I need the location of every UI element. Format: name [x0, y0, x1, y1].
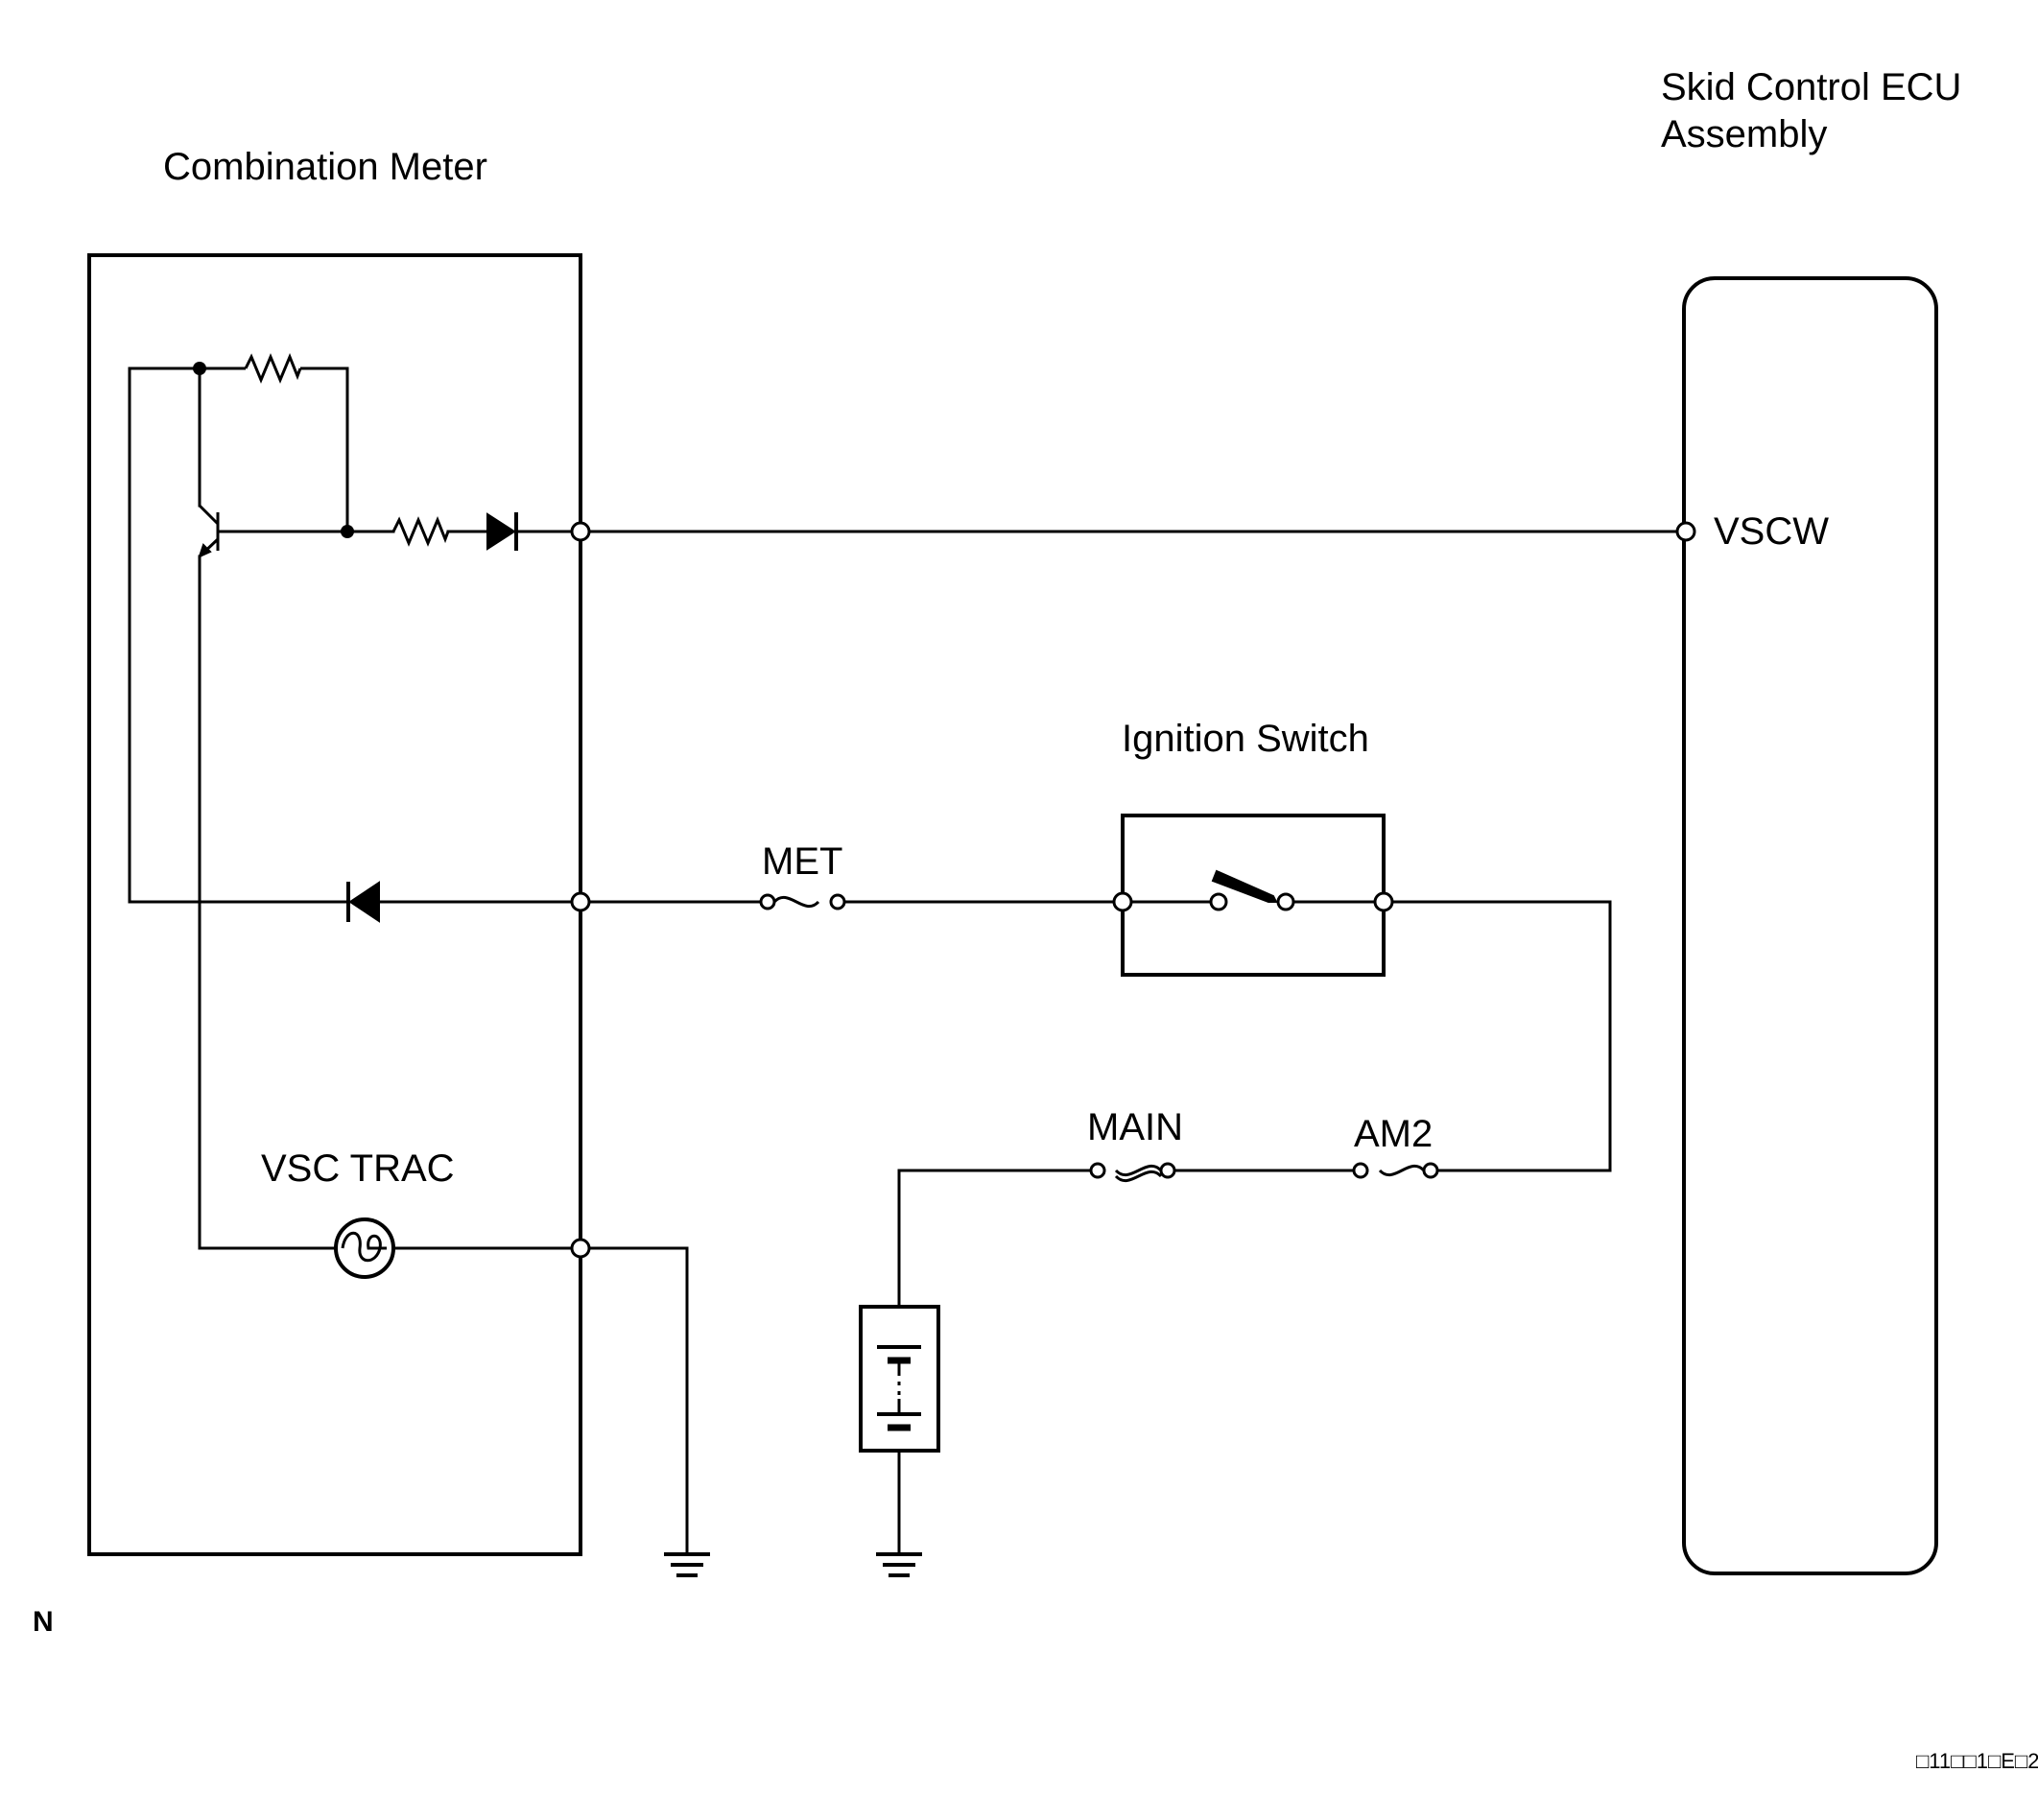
am2-fuse-end-left — [1352, 1162, 1369, 1179]
wire-ig-to-am2 — [1390, 900, 1612, 1172]
meter-terminal-vscw — [570, 521, 591, 542]
junction-base — [341, 525, 354, 538]
ground-meter-icon — [664, 1552, 710, 1577]
am2-fuse-label: AM2 — [1354, 1113, 1433, 1155]
ig-switch-contact-left — [1209, 892, 1228, 911]
met-fuse-label: MET — [762, 840, 842, 883]
ig-switch-terminal-left — [1112, 891, 1133, 912]
combination-meter-label: Combination Meter — [163, 146, 487, 188]
ignition-switch-label: Ignition Switch — [1122, 718, 1369, 760]
met-fuse-end-left — [759, 893, 776, 910]
vsc-trac-lamp-label: VSC TRAC — [261, 1147, 455, 1190]
ig-switch-terminal-right — [1373, 891, 1394, 912]
main-fuse-end-right — [1159, 1162, 1176, 1179]
met-fuse — [772, 895, 820, 909]
diode-vscw — [486, 512, 516, 551]
meter-terminal-ground — [570, 1238, 591, 1259]
main-fuse-upper — [1114, 1164, 1163, 1177]
wire-top-bus — [128, 366, 349, 904]
resistor-top — [244, 353, 302, 384]
met-fuse-end-right — [829, 893, 846, 910]
skid-control-ecu-label-line1: Skid Control ECU — [1661, 66, 1961, 108]
vsc-trac-lamp-filament — [341, 1231, 387, 1263]
main-fuse-label: MAIN — [1087, 1106, 1183, 1148]
transistor-emitter-arrow — [198, 543, 212, 558]
meter-terminal-ig — [570, 891, 591, 912]
vscw-terminal-label: VSCW — [1714, 510, 1829, 553]
skid-control-ecu-label-line2: Assembly — [1661, 113, 1827, 155]
main-fuse-end-left — [1089, 1162, 1106, 1179]
combination-meter-box — [87, 253, 582, 1556]
skid-control-ecu-box — [1682, 276, 1938, 1575]
figure-code: □11□□1□E□2 — [1916, 1749, 2038, 1773]
wire-meter-ground — [587, 1246, 689, 1556]
am2-fuse — [1378, 1164, 1426, 1177]
main-fuse-lower — [1114, 1170, 1163, 1183]
wire-main-to-battery — [897, 1169, 1093, 1309]
am2-fuse-end-right — [1422, 1162, 1439, 1179]
resistor-base — [391, 516, 450, 547]
diode-ig — [348, 881, 380, 923]
corner-mark: N — [33, 1606, 54, 1638]
ig-switch-blade — [1211, 869, 1278, 903]
ecu-terminal-vscw — [1675, 521, 1696, 542]
ground-battery-icon — [876, 1552, 922, 1577]
ig-switch-contact-right — [1276, 892, 1295, 911]
transistor-collector-lead — [198, 504, 220, 526]
